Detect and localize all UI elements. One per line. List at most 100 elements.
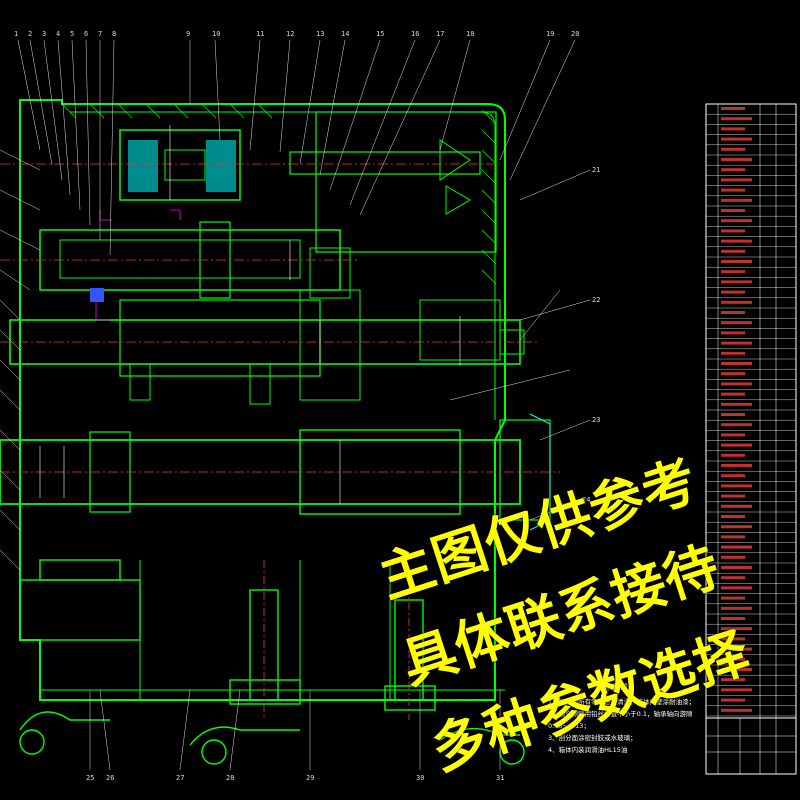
notes-line-4: 3、剖分面涂密封胶或水玻璃； (548, 733, 637, 742)
parts-list-row-marking (721, 321, 752, 325)
parts-list-row-marking (721, 341, 752, 345)
parts-list-row-marking (721, 168, 745, 172)
parts-list-row-marking (721, 117, 752, 121)
parts-list-row-marking (721, 107, 745, 110)
callout-27: 27 (176, 774, 184, 782)
callout-11: 11 (256, 30, 264, 38)
parts-list-row-marking (721, 402, 752, 406)
callout-19: 19 (546, 30, 554, 38)
parts-list-row-marking (721, 647, 752, 651)
callout-labels: 1 2 3 4 5 6 7 8 9 10 11 12 13 14 15 16 1… (14, 30, 600, 782)
parts-list-row-marking (721, 127, 745, 131)
parts-list-row-marking (721, 239, 752, 243)
shaft-4 (0, 413, 560, 531)
parts-list-row-marking (721, 453, 745, 457)
callout-26: 26 (106, 774, 114, 782)
parts-list-row-marking (721, 351, 745, 355)
callout-9: 9 (186, 30, 190, 38)
parts-list-row-marking (721, 290, 745, 294)
parts-list-row-marking (721, 708, 752, 712)
callout-16: 16 (411, 30, 419, 38)
shaft-1 (0, 129, 500, 215)
parts-list-row-marking (721, 198, 752, 202)
callout-3: 3 (42, 30, 46, 38)
parts-list-row-marking (721, 433, 745, 437)
parts-list-row-marking (721, 627, 752, 631)
callout-23: 23 (592, 416, 600, 424)
parts-list-row-marking (721, 229, 745, 233)
parts-list-row-marking (721, 698, 745, 702)
callout-13: 13 (316, 30, 324, 38)
callout-4: 4 (56, 30, 60, 38)
parts-list-row-marking (721, 372, 745, 376)
callout-30: 30 (416, 774, 424, 782)
parts-list-row-marking (721, 464, 752, 467)
callout-2: 2 (28, 30, 32, 38)
callout-8: 8 (112, 30, 116, 38)
parts-list-row-marking (721, 617, 745, 620)
callout-6: 6 (84, 30, 88, 38)
parts-list-row-marking (721, 423, 752, 427)
parts-list-row-marking (721, 566, 752, 569)
parts-list-row-marking (721, 657, 745, 661)
parts-list-table (705, 103, 797, 775)
parts-list-row-marking (721, 586, 752, 590)
technical-notes: 技术要求 1、装配前所有零件进行清洗，箱体内壁涂耐油漆； 2、啮合侧隙用铅丝检查… (548, 682, 695, 754)
leader-lines (0, 39, 591, 771)
parts-list-row-marking (721, 515, 745, 518)
parts-list-row-marking (721, 147, 745, 151)
parts-list-row-marking (721, 474, 745, 478)
callout-15: 15 (376, 30, 384, 38)
parts-list-row-marking (721, 606, 752, 610)
callout-5: 5 (70, 30, 74, 38)
dimension-marks (95, 209, 181, 321)
parts-list-row-marking (721, 392, 745, 396)
shaft-3 (0, 288, 540, 405)
parts-list-row-marking (721, 525, 752, 529)
callout-14: 14 (341, 30, 349, 38)
notes-line-2: 2、啮合侧隙用铅丝检查不小于0.1，轴承轴向游隙 (548, 709, 693, 718)
notes-line-5: 4、箱体内装润滑油HL15油 (548, 745, 627, 754)
parts-list-row-marking (721, 504, 752, 508)
parts-list-row-marking (721, 545, 752, 549)
parts-list-row-marking (721, 137, 752, 141)
notes-title: 技术要求 (596, 682, 628, 692)
callout-29: 29 (306, 774, 314, 782)
notes-line-3: 0.05～0.13； (548, 722, 590, 730)
callout-10: 10 (212, 30, 220, 38)
parts-list-row-marking (721, 280, 752, 284)
parts-list-row-marking (721, 311, 745, 314)
dimension-lines (39, 125, 461, 504)
parts-list-row-marking (721, 576, 745, 580)
parts-list-row-marking (721, 443, 752, 447)
parts-list-row-marking (721, 331, 745, 335)
parts-list-row-marking (721, 260, 752, 263)
parts-list-row-marking (721, 188, 745, 192)
callout-31: 31 (496, 774, 504, 782)
parts-list-row-marking (721, 300, 752, 304)
callout-21: 21 (592, 166, 600, 174)
parts-list-row-marking (721, 596, 745, 600)
parts-list-row-marking (721, 178, 752, 182)
parts-list-row-marking (721, 270, 745, 274)
parts-list-row-marking (721, 219, 752, 223)
parts-list-row-marking (721, 158, 752, 161)
callout-25: 25 (86, 774, 94, 782)
parts-list-row-marking (721, 362, 752, 365)
parts-list-row-marking (721, 688, 752, 692)
parts-list-row-marking (721, 535, 745, 539)
shaft-2 (0, 221, 360, 299)
parts-list-rows (706, 107, 796, 717)
callout-7: 7 (98, 30, 102, 38)
parts-list-row-marking (721, 555, 745, 559)
parts-list-row-marking (721, 637, 745, 641)
callout-20: 20 (571, 30, 579, 38)
callout-22: 22 (592, 296, 600, 304)
parts-list-row-marking (721, 678, 745, 682)
parts-list-row-marking (721, 209, 745, 212)
parts-list-row-marking (721, 668, 752, 671)
callout-18: 18 (466, 30, 474, 38)
parts-list-row-marking (721, 249, 745, 253)
parts-list-row-marking (721, 484, 752, 488)
